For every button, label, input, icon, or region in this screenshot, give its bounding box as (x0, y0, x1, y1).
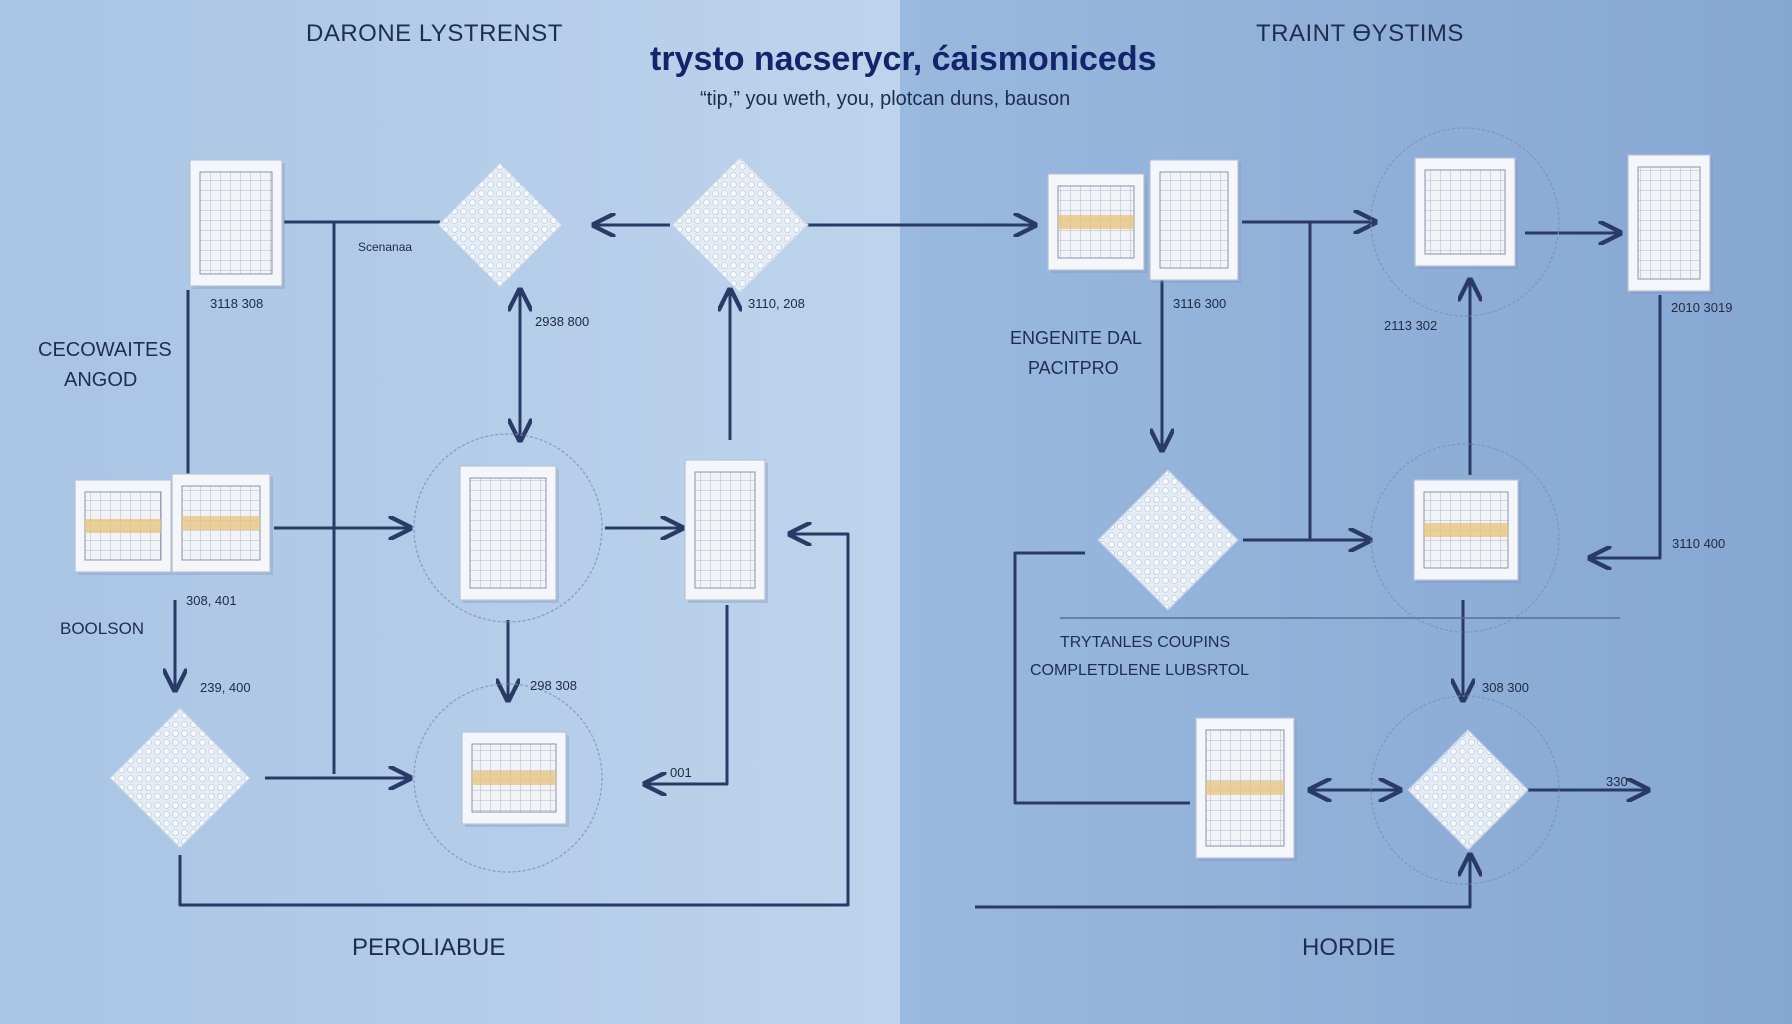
label-cecowaites-1: CECOWAITES (38, 339, 172, 361)
node-ring (413, 433, 603, 623)
value-label: 001 (670, 765, 692, 780)
label-boolson: BOOLSON (60, 619, 145, 638)
document-grid (469, 477, 547, 589)
label-scenanaa: Scenanaa (358, 240, 413, 254)
node-ring (1370, 443, 1560, 633)
value-label: 3118 308 (210, 296, 264, 311)
label-engenite-1: ENGENITE DAL (1010, 328, 1143, 348)
connector-arrow (178, 534, 850, 907)
node-ring (1370, 695, 1560, 885)
document-highlight (85, 519, 161, 533)
left-heading: DARONE LYSTRENST (306, 20, 563, 47)
value-label: 2938 800 (535, 314, 590, 329)
decision-node (1407, 729, 1529, 851)
decision-node (671, 156, 809, 294)
document-highlight (1058, 215, 1134, 229)
value-label: 308 300 (1482, 680, 1529, 695)
document-grid (1159, 171, 1229, 269)
value-label: 3116 300 (1173, 296, 1227, 311)
connector-arrow (975, 855, 1470, 909)
node-ring (413, 683, 603, 873)
label-engenite-2: PACITPRO (1028, 358, 1119, 378)
right-footer: HORDIE (1302, 934, 1396, 961)
label-cecowaites-2: ANGOD (64, 369, 138, 391)
decision-node (1097, 469, 1239, 611)
document-grid (199, 171, 273, 275)
connector-arrow (1013, 551, 1190, 805)
decision-node (109, 707, 251, 849)
value-label: 2010 3019 (1671, 300, 1733, 315)
value-label: 308, 401 (186, 593, 237, 608)
label-trytanles-2: COMPLETDLENE LUBSRTOL (1030, 662, 1250, 679)
diagram-title: trysto nacserycr, ćaismoniceds (650, 40, 1157, 78)
node-ring (1370, 127, 1560, 317)
right-heading: TRAINT ƟYSTIMS (1256, 20, 1464, 47)
document-highlight (182, 516, 260, 530)
document-highlight (472, 771, 556, 785)
value-label: 2113 302 (1384, 318, 1438, 333)
value-label: 330 (1606, 774, 1628, 789)
value-label: 298 308 (530, 678, 577, 693)
document-grid (1637, 166, 1701, 280)
document-highlight (1424, 523, 1508, 537)
connector-arrow (1590, 295, 1662, 558)
value-label: 239, 400 (200, 680, 251, 695)
decision-node (437, 162, 563, 288)
right-panel (900, 0, 1792, 1024)
diagram-subtitle: “tip,” you weth, you, plotcan duns, baus… (700, 88, 1071, 110)
document-highlight (1206, 781, 1284, 795)
connector-arrow (645, 605, 729, 784)
value-label: 3110, 208 (748, 296, 805, 311)
document-grid (694, 471, 756, 589)
label-trytanles-1: TRYTANLES COUPINS (1060, 634, 1231, 651)
left-footer: PEROLIABUE (352, 934, 506, 961)
value-label: 3110 400 (1672, 536, 1726, 551)
document-grid (1424, 169, 1506, 255)
